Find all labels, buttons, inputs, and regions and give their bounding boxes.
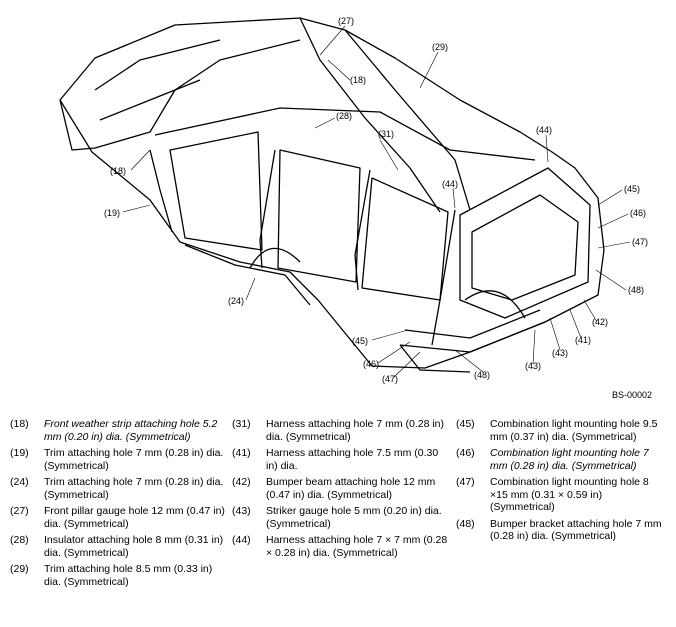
callout-45-bottom: (45) <box>352 336 368 346</box>
callout-48-right: (48) <box>628 285 644 295</box>
legend-item: (44) Harness attaching hole 7 × 7 mm (0.2… <box>232 534 454 559</box>
legend-item: (46) Combination light mounting hole 7 mm… <box>456 447 670 472</box>
legend-description: Combination light mounting hole 9.5 mm (… <box>490 418 658 443</box>
legend-description: Trim attaching hole 7 mm (0.28 in) dia. … <box>44 476 224 501</box>
legend-item: (29) Trim attaching hole 8.5 mm (0.33 in)… <box>10 563 230 588</box>
legend-description: Insulator attaching hole 8 mm (0.31 in) … <box>44 534 224 559</box>
legend-item: (31) Harness attaching hole 7 mm (0.28 in… <box>232 418 454 443</box>
legend-number: (19) <box>10 447 29 459</box>
figure-id: BS-00002 <box>612 390 653 400</box>
legend-description: Front weather strip attaching hole 5.2 m… <box>44 418 218 443</box>
callout-47-bottom: (47) <box>382 374 398 384</box>
legend-number: (46) <box>456 447 475 459</box>
callout-18-front: (18) <box>110 166 126 176</box>
legend-item: (18) Front weather strip attaching hole 5… <box>10 418 230 443</box>
legend-item: (24) Trim attaching hole 7 mm (0.28 in) d… <box>10 476 230 501</box>
callout-18-roof: (18) <box>350 75 366 85</box>
callout-29: (29) <box>432 42 448 52</box>
callout-46-bottom: (46) <box>363 359 379 369</box>
legend-number: (43) <box>232 505 251 517</box>
legend-column-2: (31) Harness attaching hole 7 mm (0.28 in… <box>232 418 454 563</box>
legend-item: (41) Harness attaching hole 7.5 mm (0.30 … <box>232 447 454 472</box>
legend-number: (42) <box>232 476 251 488</box>
legend-number: (27) <box>10 505 29 517</box>
legend-number: (47) <box>456 476 475 488</box>
callout-27: (27) <box>338 16 354 26</box>
legend-item: (43) Striker gauge hole 5 mm (0.20 in) di… <box>232 505 454 530</box>
legend-description: Harness attaching hole 7.5 mm (0.30 in) … <box>266 447 439 472</box>
legend-description: Combination light mounting hole 8 ×15 mm… <box>490 476 649 513</box>
legend-item: (19) Trim attaching hole 7 mm (0.28 in) d… <box>10 447 230 472</box>
callout-31: (31) <box>378 129 394 139</box>
legend-number: (28) <box>10 534 29 546</box>
callout-24: (24) <box>228 296 244 306</box>
legend-description: Striker gauge hole 5 mm (0.20 in) dia. (… <box>266 505 442 530</box>
legend-column-3: (45) Combination light mounting hole 9.5 … <box>456 418 670 547</box>
legend-item: (27) Front pillar gauge hole 12 mm (0.47 … <box>10 505 230 530</box>
car-body-outline <box>59 17 605 373</box>
callout-19: (19) <box>104 208 120 218</box>
legend-column-1: (18) Front weather strip attaching hole 5… <box>10 418 230 592</box>
callout-48-bottom: (48) <box>474 370 490 380</box>
legend-description: Front pillar gauge hole 12 mm (0.47 in) … <box>44 505 225 530</box>
leader-lines <box>122 25 631 379</box>
legend-number: (48) <box>456 517 475 530</box>
legend-description: Trim attaching hole 8.5 mm (0.33 in) dia… <box>44 563 213 588</box>
legend-description: Harness attaching hole 7 mm (0.28 in) di… <box>266 418 445 443</box>
legend-description: Harness attaching hole 7 × 7 mm (0.28 × … <box>266 534 448 559</box>
legend-number: (24) <box>10 476 29 488</box>
callout-44-mid: (44) <box>442 179 458 189</box>
legend-description: Trim attaching hole 7 mm (0.28 in) dia. … <box>44 447 224 472</box>
legend-number: (18) <box>10 418 29 430</box>
legend-number: (41) <box>232 447 251 459</box>
legend-item: (47) Combination light mounting hole 8 ×1… <box>456 476 670 514</box>
callout-43-right: (43) <box>552 348 568 358</box>
callout-28: (28) <box>336 111 352 121</box>
legend-number: (31) <box>232 418 251 430</box>
callout-45-right: (45) <box>624 184 640 194</box>
callout-41: (41) <box>575 335 591 345</box>
legend-number: (45) <box>456 418 475 430</box>
legend-number: (44) <box>232 534 251 546</box>
legend-item: (28) Insulator attaching hole 8 mm (0.31 … <box>10 534 230 559</box>
callout-43-bottom: (43) <box>525 361 541 371</box>
legend-description: Bumper beam attaching hole 12 mm (0.47 i… <box>266 476 436 501</box>
legend-item: (42) Bumper beam attaching hole 12 mm (0.… <box>232 476 454 501</box>
legend-number: (29) <box>10 563 29 575</box>
legend-item: (45) Combination light mounting hole 9.5 … <box>456 418 670 443</box>
callout-46-right: (46) <box>630 208 646 218</box>
legend-description: Bumper bracket attaching hole 7 mm (0.28… <box>490 517 662 543</box>
callout-42: (42) <box>592 317 608 327</box>
legend-description: Combination light mounting hole 7 mm (0.… <box>490 447 649 472</box>
callout-labels: (27) (29) (18) (28) (31) (44) (44) (45) … <box>104 16 648 384</box>
car-body-diagram: (27) (29) (18) (28) (31) (44) (44) (45) … <box>59 16 648 384</box>
callout-44-top: (44) <box>536 125 552 135</box>
callout-47-right: (47) <box>632 237 648 247</box>
legend-item: (48) Bumper bracket attaching hole 7 mm (… <box>456 518 670 543</box>
